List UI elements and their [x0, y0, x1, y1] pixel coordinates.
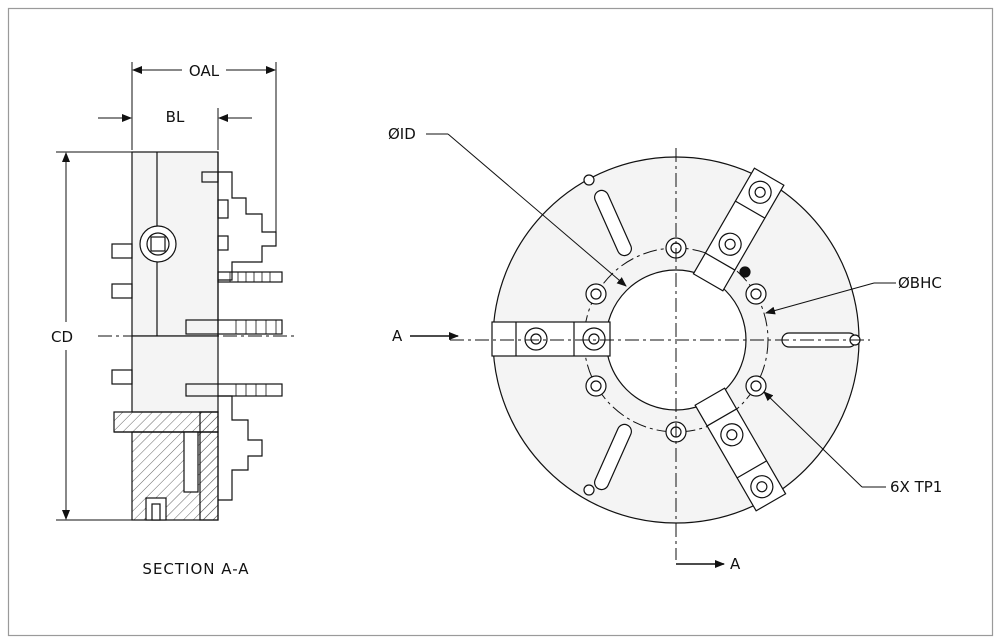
hatched-section	[113, 411, 219, 521]
section-mark-left: A	[392, 327, 403, 345]
section-mark-bottom: A	[730, 555, 741, 573]
tp-label: 6X TP1	[890, 478, 942, 496]
bhc-leader	[765, 282, 896, 315]
oal-dimension	[131, 62, 277, 238]
mounting-bolts	[585, 237, 767, 443]
jaw-left	[491, 321, 611, 357]
front-centerlines	[450, 148, 870, 560]
jaw-lower-right	[694, 387, 787, 512]
id-leader	[426, 133, 627, 287]
tp-leader	[763, 391, 886, 488]
cd-dimension	[56, 151, 132, 521]
cd-label: CD	[51, 328, 73, 346]
bhc-label: ØBHC	[898, 274, 942, 292]
id-label: ØID	[388, 125, 416, 143]
oal-label: OAL	[189, 62, 220, 80]
bl-label: BL	[166, 108, 185, 126]
drawing-border	[7, 7, 994, 637]
bl-dimension	[98, 108, 252, 150]
side-section-view	[111, 151, 283, 501]
jaw-upper-right	[692, 167, 785, 292]
section-title: SECTION A-A	[142, 560, 249, 578]
